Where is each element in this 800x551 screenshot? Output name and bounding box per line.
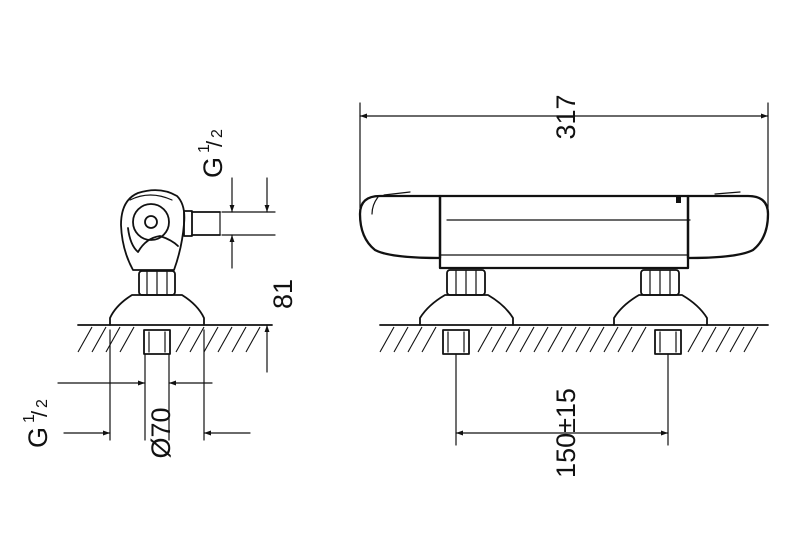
right-leg (613, 269, 708, 355)
side-view-rosette (109, 294, 205, 326)
hatch-line (533, 326, 549, 353)
hatch-line (729, 326, 745, 353)
thermostat-body (438, 194, 690, 270)
hatch-line (393, 326, 409, 353)
left-leg (419, 269, 514, 355)
hatch-line (119, 326, 135, 353)
hatch-line (575, 326, 591, 353)
hatch-line (175, 326, 191, 353)
spacing-label: 150±15 (551, 388, 581, 478)
outlet-thread-label: G 1 / 2 (196, 129, 228, 178)
side-view-body (120, 189, 186, 271)
length-label: 317 (551, 94, 581, 139)
hatch-line (491, 326, 507, 353)
side-view-knob (132, 203, 170, 241)
length-dimension (359, 102, 769, 209)
hatch-line (203, 326, 219, 353)
hatch-line (547, 326, 563, 353)
side-view-fitting (143, 329, 171, 355)
hatch-line (77, 326, 93, 353)
hatch-line (189, 326, 205, 353)
hatch-line (91, 326, 107, 353)
spacing-dimension (455, 353, 669, 446)
hatch-line (407, 326, 423, 353)
svg-text:G: G (23, 427, 53, 448)
height-label: 81 (268, 279, 298, 309)
hatch-line (701, 326, 717, 353)
hatch-line (603, 326, 619, 353)
svg-text:G: G (198, 157, 228, 178)
hatch-line (505, 326, 521, 353)
right-handle (686, 194, 770, 260)
hatch-line (519, 326, 535, 353)
hatch-line (589, 326, 605, 353)
left-handle (358, 194, 442, 260)
svg-text:1: 1 (196, 144, 213, 153)
side-view-wall (77, 324, 273, 353)
side-view-outlet (183, 210, 221, 237)
hatch-line (687, 326, 703, 353)
hatch-line (477, 326, 493, 353)
hatch-line (715, 326, 731, 353)
hatch-line (245, 326, 261, 353)
side-view: G 1 / 2 81 G 1 / 2 Ø70 (21, 129, 298, 459)
bottom-dimensions (57, 329, 251, 441)
hatch-line (421, 326, 437, 353)
svg-text:2: 2 (34, 399, 51, 408)
hatch-line (743, 326, 759, 353)
hatch-line (561, 326, 577, 353)
hatch-line (217, 326, 233, 353)
hatch-line (105, 326, 121, 353)
hatch-line (231, 326, 247, 353)
front-view: 317 (358, 94, 770, 478)
side-view-nut (138, 270, 176, 296)
outlet-thread-dimension (221, 177, 276, 269)
hatch-line (617, 326, 633, 353)
svg-text:/: / (202, 140, 227, 147)
hatch-line (379, 326, 395, 353)
diameter-label: Ø70 (146, 407, 176, 458)
hatch-line (631, 326, 647, 353)
svg-text:2: 2 (209, 129, 226, 138)
front-view-wall (379, 324, 769, 353)
svg-text:1: 1 (21, 414, 38, 423)
bottom-thread-label: G 1 / 2 (21, 399, 53, 448)
svg-text:/: / (27, 410, 52, 417)
